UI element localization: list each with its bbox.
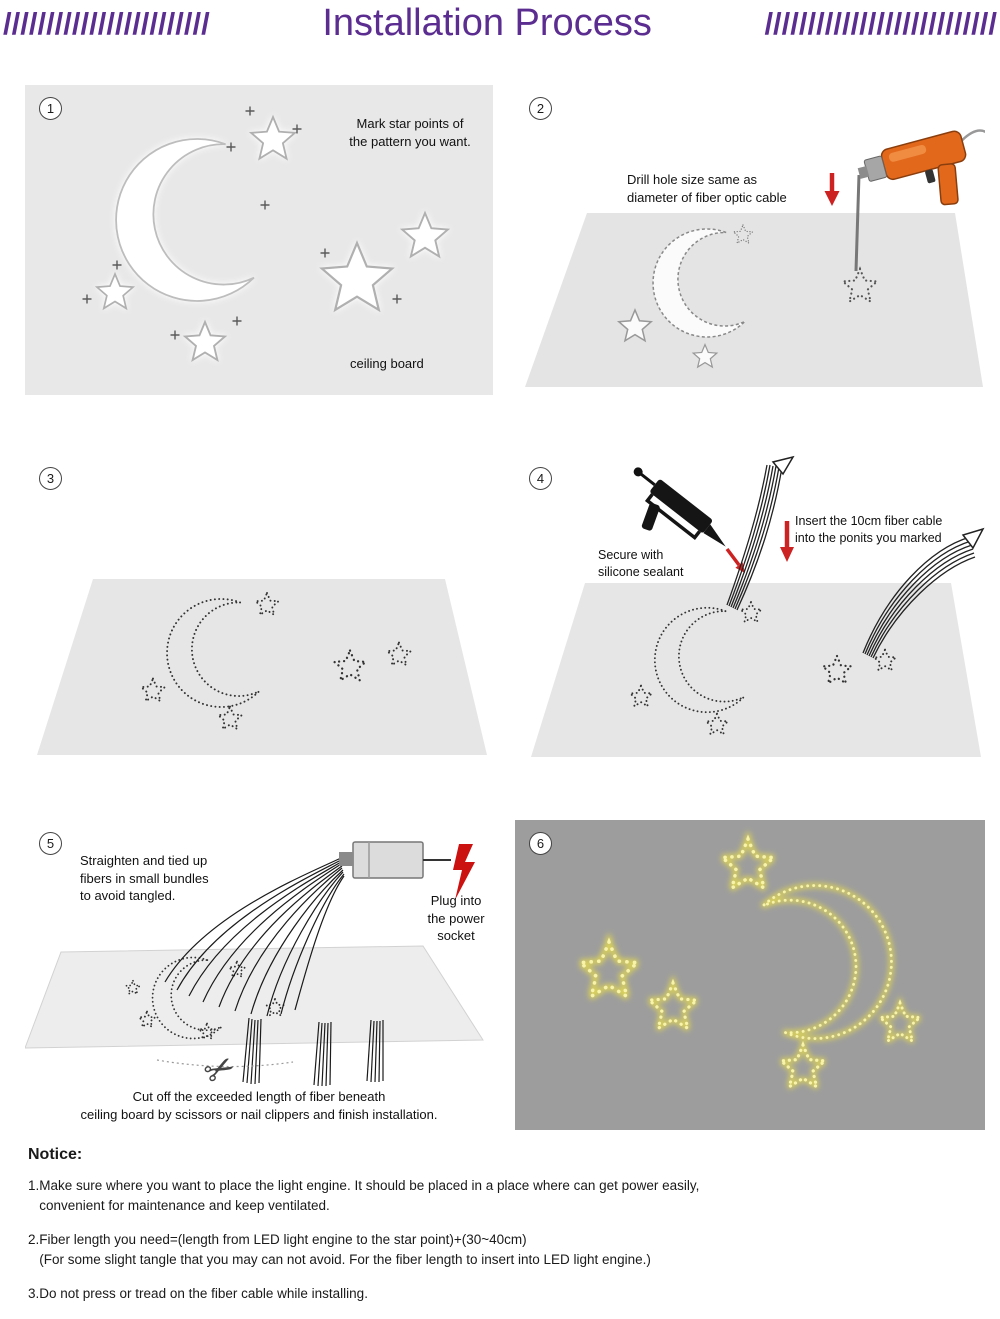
cut-line [156,1059,294,1068]
step-5-instruction: Straighten and tied up fibers in small b… [80,853,209,904]
ceiling-board-surface [525,213,983,387]
notice-section: Notice: 1.Make sure where you want to pl… [28,1146,978,1319]
star-icon [250,116,296,160]
step-2-instruction: Drill hole size same as diameter of fibe… [627,172,787,205]
step-3-panel: 3 [25,455,493,765]
ceiling-board-surface [37,579,487,755]
page-title: Installation Process [322,2,652,44]
step-4-panel: 4 Secure with silicone sealant Insert th… [515,455,985,765]
notice-item: 3.Do not press or tread on the fiber cab… [28,1286,368,1302]
step-number-badge: 1 [39,97,62,120]
step-2-illustration [525,129,985,387]
insert-label: Insert the 10cm fiber cable into the pon… [795,514,943,545]
lightning-bolt-icon [453,844,475,900]
step-1-panel: 1 Mark star points of the pattern you wa… [25,85,493,395]
ceiling-board-surface [25,945,484,1049]
silicone-gun-icon [633,467,726,547]
star-icon [320,241,394,312]
fiber-bundle-icon [726,464,783,611]
sealant-label: Secure with silicone sealant [598,548,684,579]
step-6-illustration [515,820,985,1130]
ceiling-board-surface [531,583,981,757]
step-1-instruction: Mark star points of the pattern you want… [349,116,471,149]
step-6-panel: 6 [515,820,985,1130]
step-5-panel: 5 Straighten and tied up fibers in small… [25,820,493,1130]
red-arrow-icon [780,521,794,562]
step-number-badge: 5 [39,832,62,855]
step-4-illustration [531,455,985,757]
cut-caption: Cut off the exceeded length of fiber ben… [80,1089,438,1122]
star-icon [96,273,134,310]
step-number-badge: 6 [529,832,552,855]
fiber-bundle-icon [164,857,345,1017]
glow-pattern [581,839,920,1087]
decorative-slashes-right: /////////////////////////// [764,5,997,41]
light-engine-icon [339,841,424,879]
decorative-slashes-left: //////////////////////// [3,5,210,41]
drill-icon [854,129,985,272]
fiber-bundle-icon [862,536,976,659]
star-icon [401,212,449,258]
red-arrow-icon [824,173,840,206]
plug-label: Plug into the power socket [427,893,485,944]
page-header: //////////////////////// Installation Pr… [0,2,1000,45]
star-icon [184,321,226,361]
scissors-icon: ✂ [197,1044,243,1094]
drill-bit [854,174,861,272]
step-3-illustration [37,579,487,755]
insert-arrowhead-icon [961,527,985,550]
step-2-panel: 2 Drill hole size same as diameter of fi… [515,85,985,395]
step-5-illustration: ✂ [25,841,484,1095]
ceiling-board-label: ceiling board [350,356,424,371]
notice-title: Notice: [28,1146,83,1163]
step-number-badge: 2 [529,97,552,120]
notice-item: 1.Make sure where you want to place the … [28,1178,700,1213]
insert-arrowhead-icon [771,455,795,476]
step-number-badge: 4 [529,467,552,490]
hanging-fibers [242,1017,384,1087]
notice-item: 2.Fiber length you need=(length from LED… [28,1232,651,1267]
step-number-badge: 3 [39,467,62,490]
